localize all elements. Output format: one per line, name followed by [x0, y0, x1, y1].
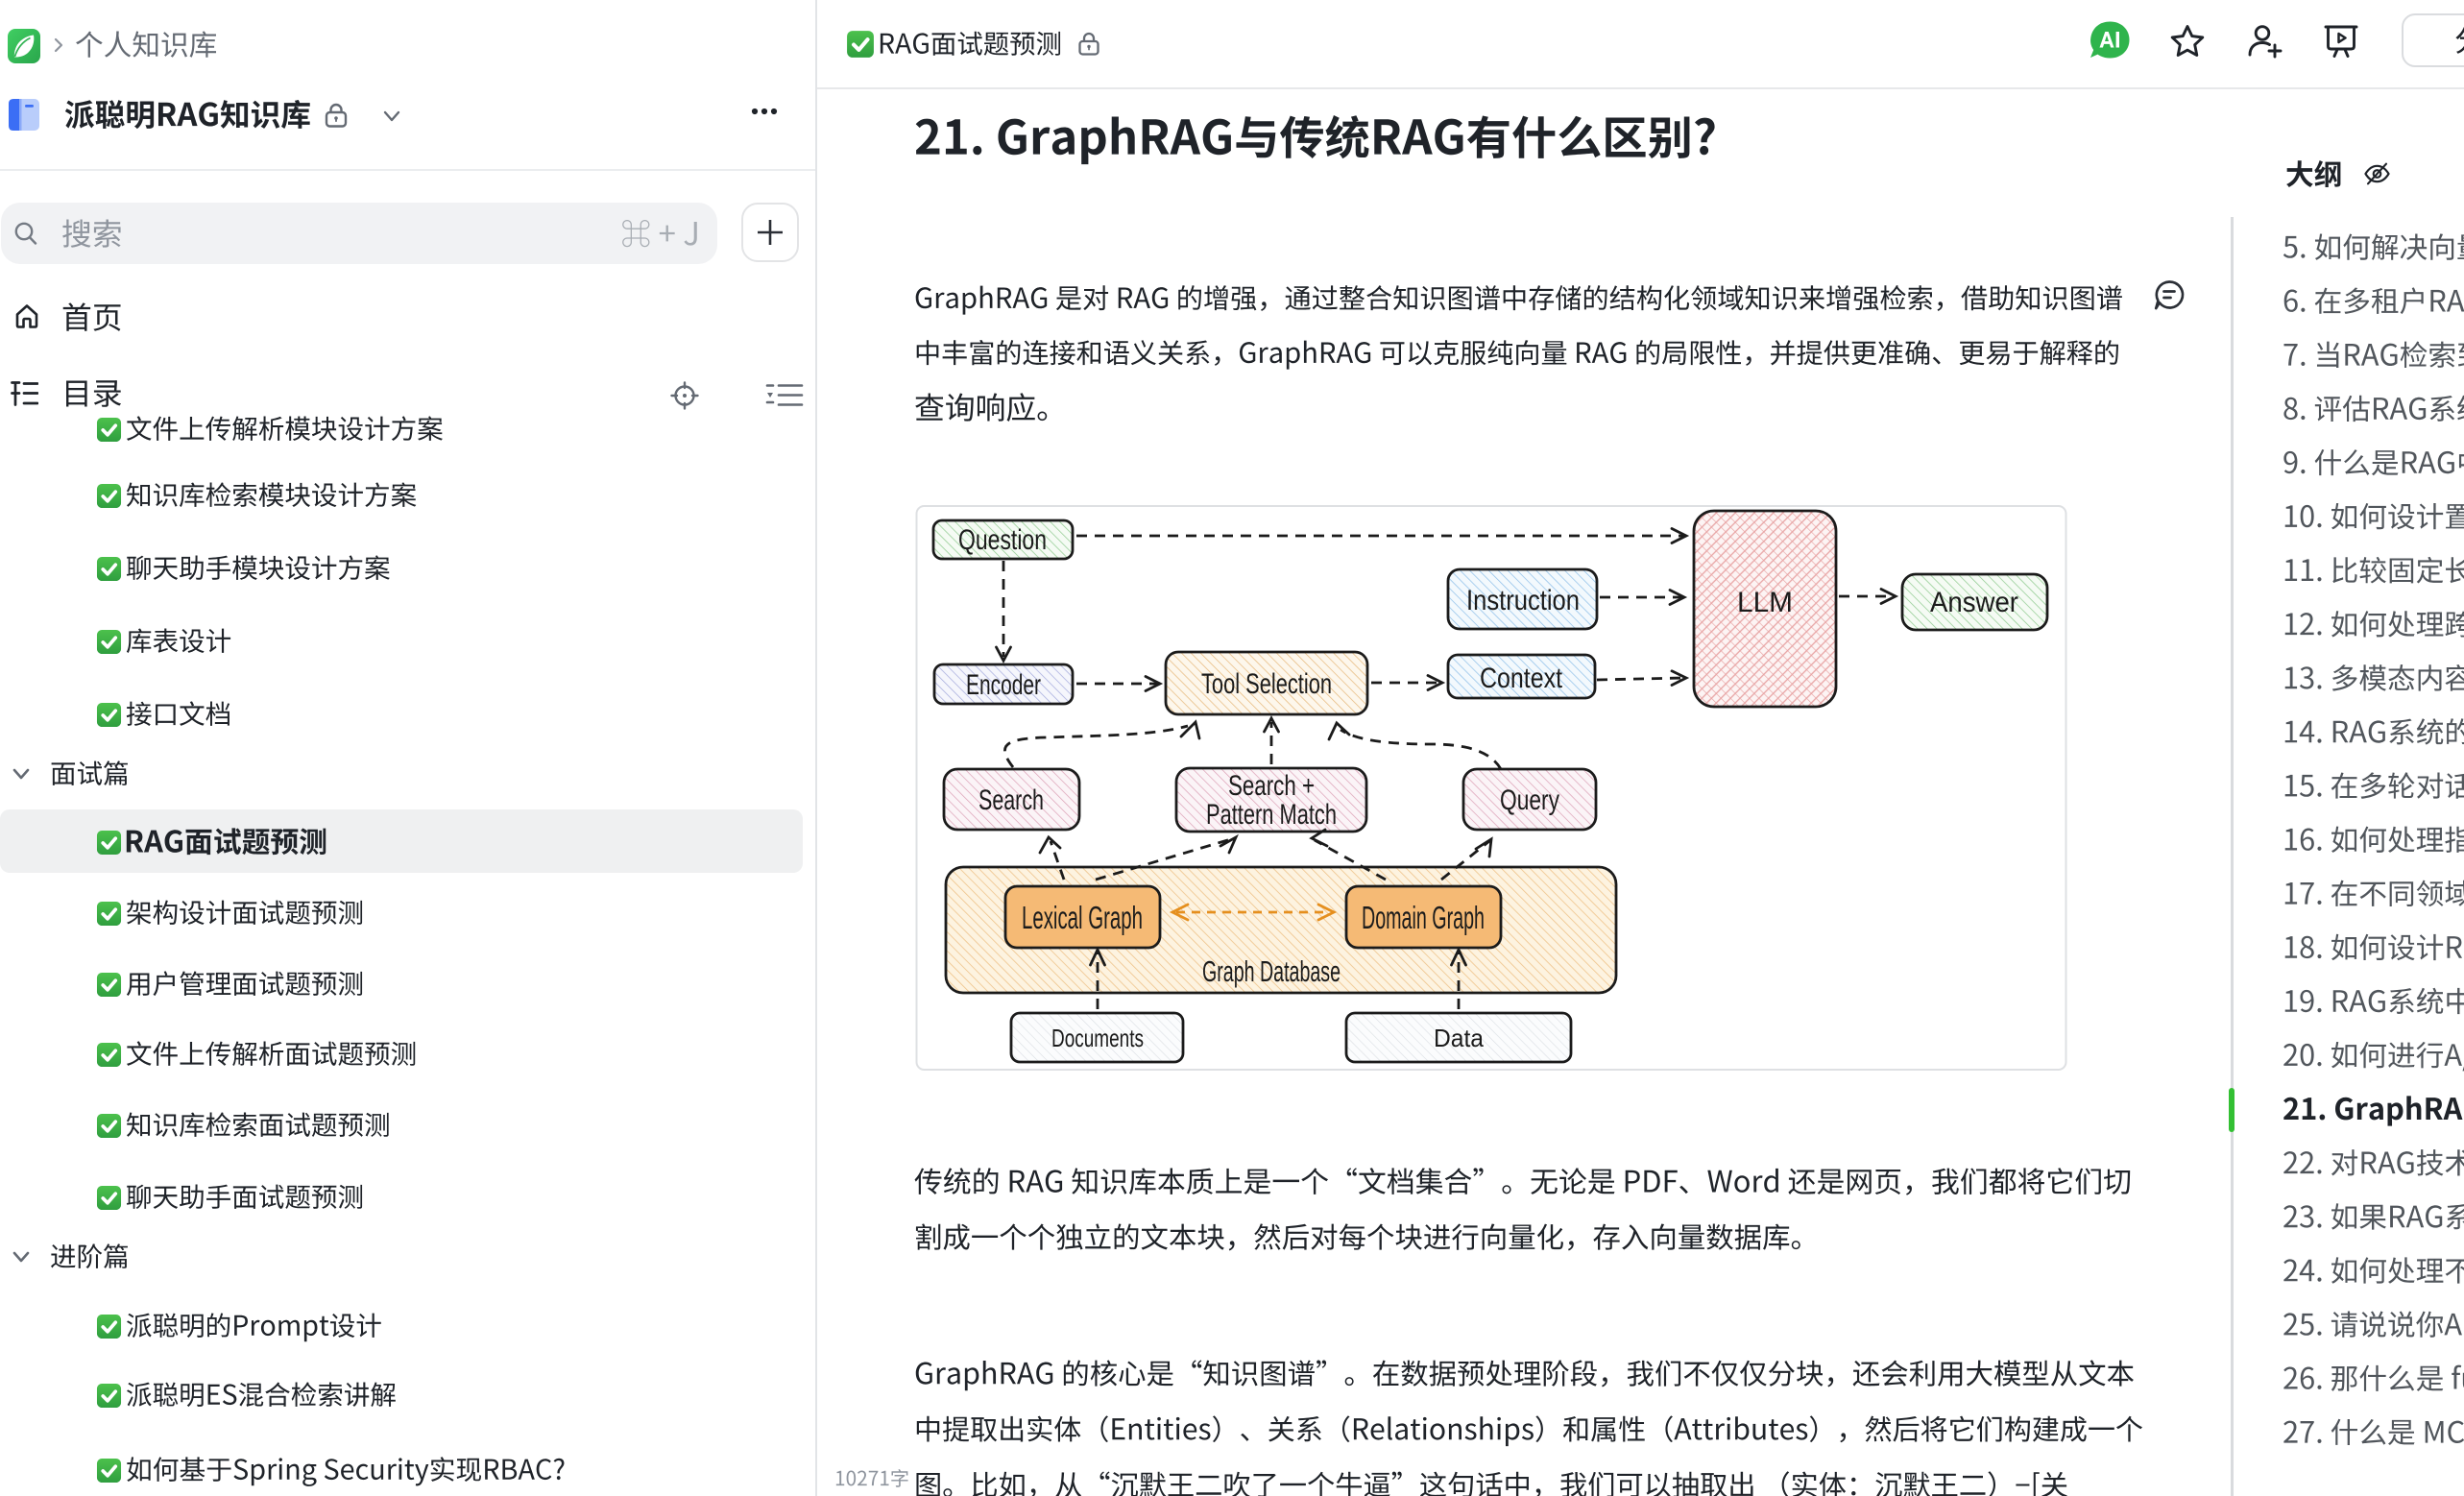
- svg-text:Answer: Answer: [1930, 587, 2018, 618]
- svg-text:Lexical Graph: Lexical Graph: [1022, 900, 1143, 935]
- svg-text:Tool Selection: Tool Selection: [1201, 668, 1332, 700]
- svg-text:Documents: Documents: [1051, 1024, 1144, 1052]
- svg-text:Encoder: Encoder: [966, 669, 1041, 701]
- svg-text:Instruction: Instruction: [1466, 585, 1580, 616]
- svg-text:Search: Search: [978, 784, 1044, 816]
- svg-text:Domain Graph: Domain Graph: [1362, 900, 1485, 935]
- svg-text:Graph Database: Graph Database: [1202, 954, 1341, 988]
- svg-text:LLM: LLM: [1737, 587, 1793, 618]
- svg-text:Data: Data: [1434, 1024, 1485, 1052]
- svg-text:Search +: Search +: [1228, 770, 1315, 802]
- svg-text:Pattern Match: Pattern Match: [1206, 799, 1337, 831]
- svg-text:Query: Query: [1500, 784, 1559, 816]
- svg-text:Context: Context: [1480, 663, 1563, 694]
- svg-text:Question: Question: [958, 524, 1047, 556]
